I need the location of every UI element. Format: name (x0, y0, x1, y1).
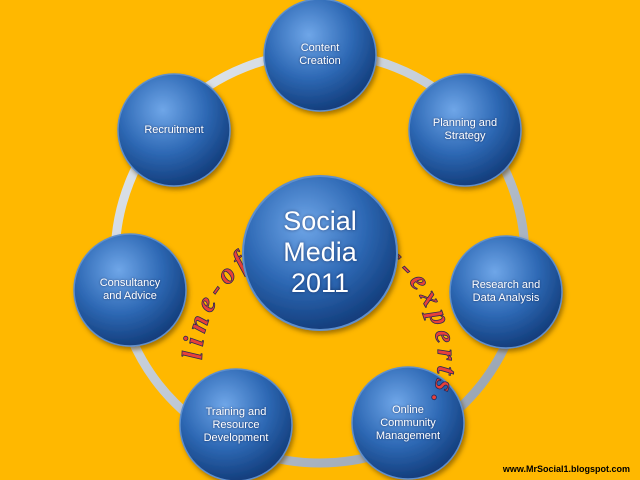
node-circle-recruitment (117, 73, 231, 187)
nodes-layer (73, 0, 563, 480)
node-label-consultancy-advice: Consultancy and Advice (99, 277, 161, 302)
node-circle-research-data-analysis (449, 235, 563, 349)
node-label-online-community-management: Online Community Management (375, 403, 441, 442)
node-label-planning-strategy: Planning and Strategy (432, 117, 498, 142)
node-label-training-resource-development: Training and Resource Development (203, 405, 269, 444)
node-circle-consultancy-advice (73, 233, 187, 347)
footer-url: www.MrSocial1.blogspot.com (502, 464, 630, 474)
node-label-research-data-analysis: Research and Data Analysis (471, 279, 541, 304)
node-label-content-creation: Content Creation (299, 42, 341, 67)
node-circle-training-resource-development (179, 368, 293, 480)
center-circle (242, 175, 398, 331)
node-circle-content-creation (263, 0, 377, 112)
node-label-recruitment: Recruitment (144, 123, 204, 136)
node-circle-planning-strategy (408, 73, 522, 187)
node-circle-online-community-management (351, 366, 465, 480)
center-label: Social Media 2011 (283, 206, 357, 298)
